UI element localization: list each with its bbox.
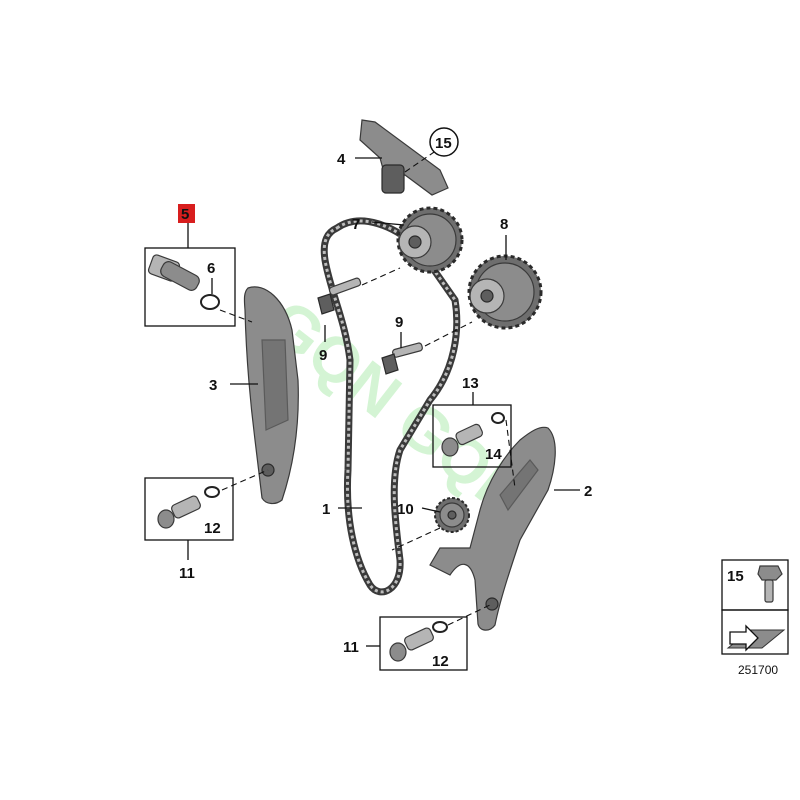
assembly-line — [219, 309, 253, 323]
callout-3: 3 — [209, 377, 217, 394]
crank-sprocket[interactable] — [391, 497, 470, 551]
seal-ring-14[interactable] — [491, 412, 505, 424]
callout-15-circle — [429, 127, 459, 157]
callout-9-left: 9 — [319, 347, 327, 364]
seal-ring-12-bottom[interactable] — [432, 621, 448, 633]
callout-11-bottom: 11 — [343, 639, 359, 656]
callouts: 4 15 5 6 7 8 9 9 3 13 14 1 10 2 12 11 11… — [178, 135, 592, 670]
callout-13: 13 — [462, 375, 479, 392]
callout-4: 4 — [337, 151, 346, 168]
bolt-9-lower[interactable] — [381, 321, 473, 375]
assembly-line — [505, 419, 516, 489]
bolt-box-left — [144, 477, 234, 541]
tensioner-assembly-box — [144, 247, 236, 327]
right-guide-rail[interactable] — [429, 426, 556, 631]
legend-arrow-icon — [726, 624, 786, 652]
callout-2: 2 — [584, 483, 592, 500]
legend-symbol-box — [721, 609, 789, 655]
callout-7: 7 — [352, 216, 360, 233]
callout-14: 14 — [485, 446, 502, 463]
legend-panel: 15 251700 — [721, 559, 789, 677]
bolt-box-13 — [432, 404, 512, 468]
legend-part-number: 15 — [727, 568, 744, 585]
intake-cam-sprocket[interactable] — [396, 206, 464, 274]
highlight-5 — [178, 204, 195, 223]
callout-6: 6 — [207, 260, 215, 277]
callout-9-right: 9 — [395, 314, 403, 331]
callout-8: 8 — [500, 216, 508, 233]
assembly-line — [221, 469, 269, 491]
callout-12-left: 12 — [204, 520, 221, 537]
guide-bolt-bottom[interactable] — [389, 627, 435, 662]
exhaust-cam-sprocket[interactable] — [467, 254, 543, 330]
callout-10: 10 — [397, 501, 414, 518]
callout-12-bottom: 12 — [432, 653, 449, 670]
guide-bolt-13[interactable] — [441, 423, 484, 457]
tensioner-rail[interactable] — [243, 286, 299, 505]
leader-lines — [187, 157, 580, 647]
assembly-line — [447, 603, 493, 626]
bolt-box-bottom — [379, 616, 468, 671]
legend-bolt-icon — [757, 565, 783, 603]
callout-5[interactable]: 5 — [181, 206, 189, 223]
seal-ring-12-left[interactable] — [204, 486, 220, 498]
callout-11-left: 11 — [179, 565, 195, 582]
chain-tensioner[interactable] — [147, 254, 201, 293]
guide-bolt-left[interactable] — [157, 495, 202, 529]
callout-15: 15 — [435, 135, 452, 152]
bolt-9-upper[interactable] — [317, 267, 401, 315]
seal-ring-6[interactable] — [200, 294, 220, 310]
legend-reference: 251700 — [738, 663, 778, 677]
callout-1: 1 — [322, 501, 330, 518]
